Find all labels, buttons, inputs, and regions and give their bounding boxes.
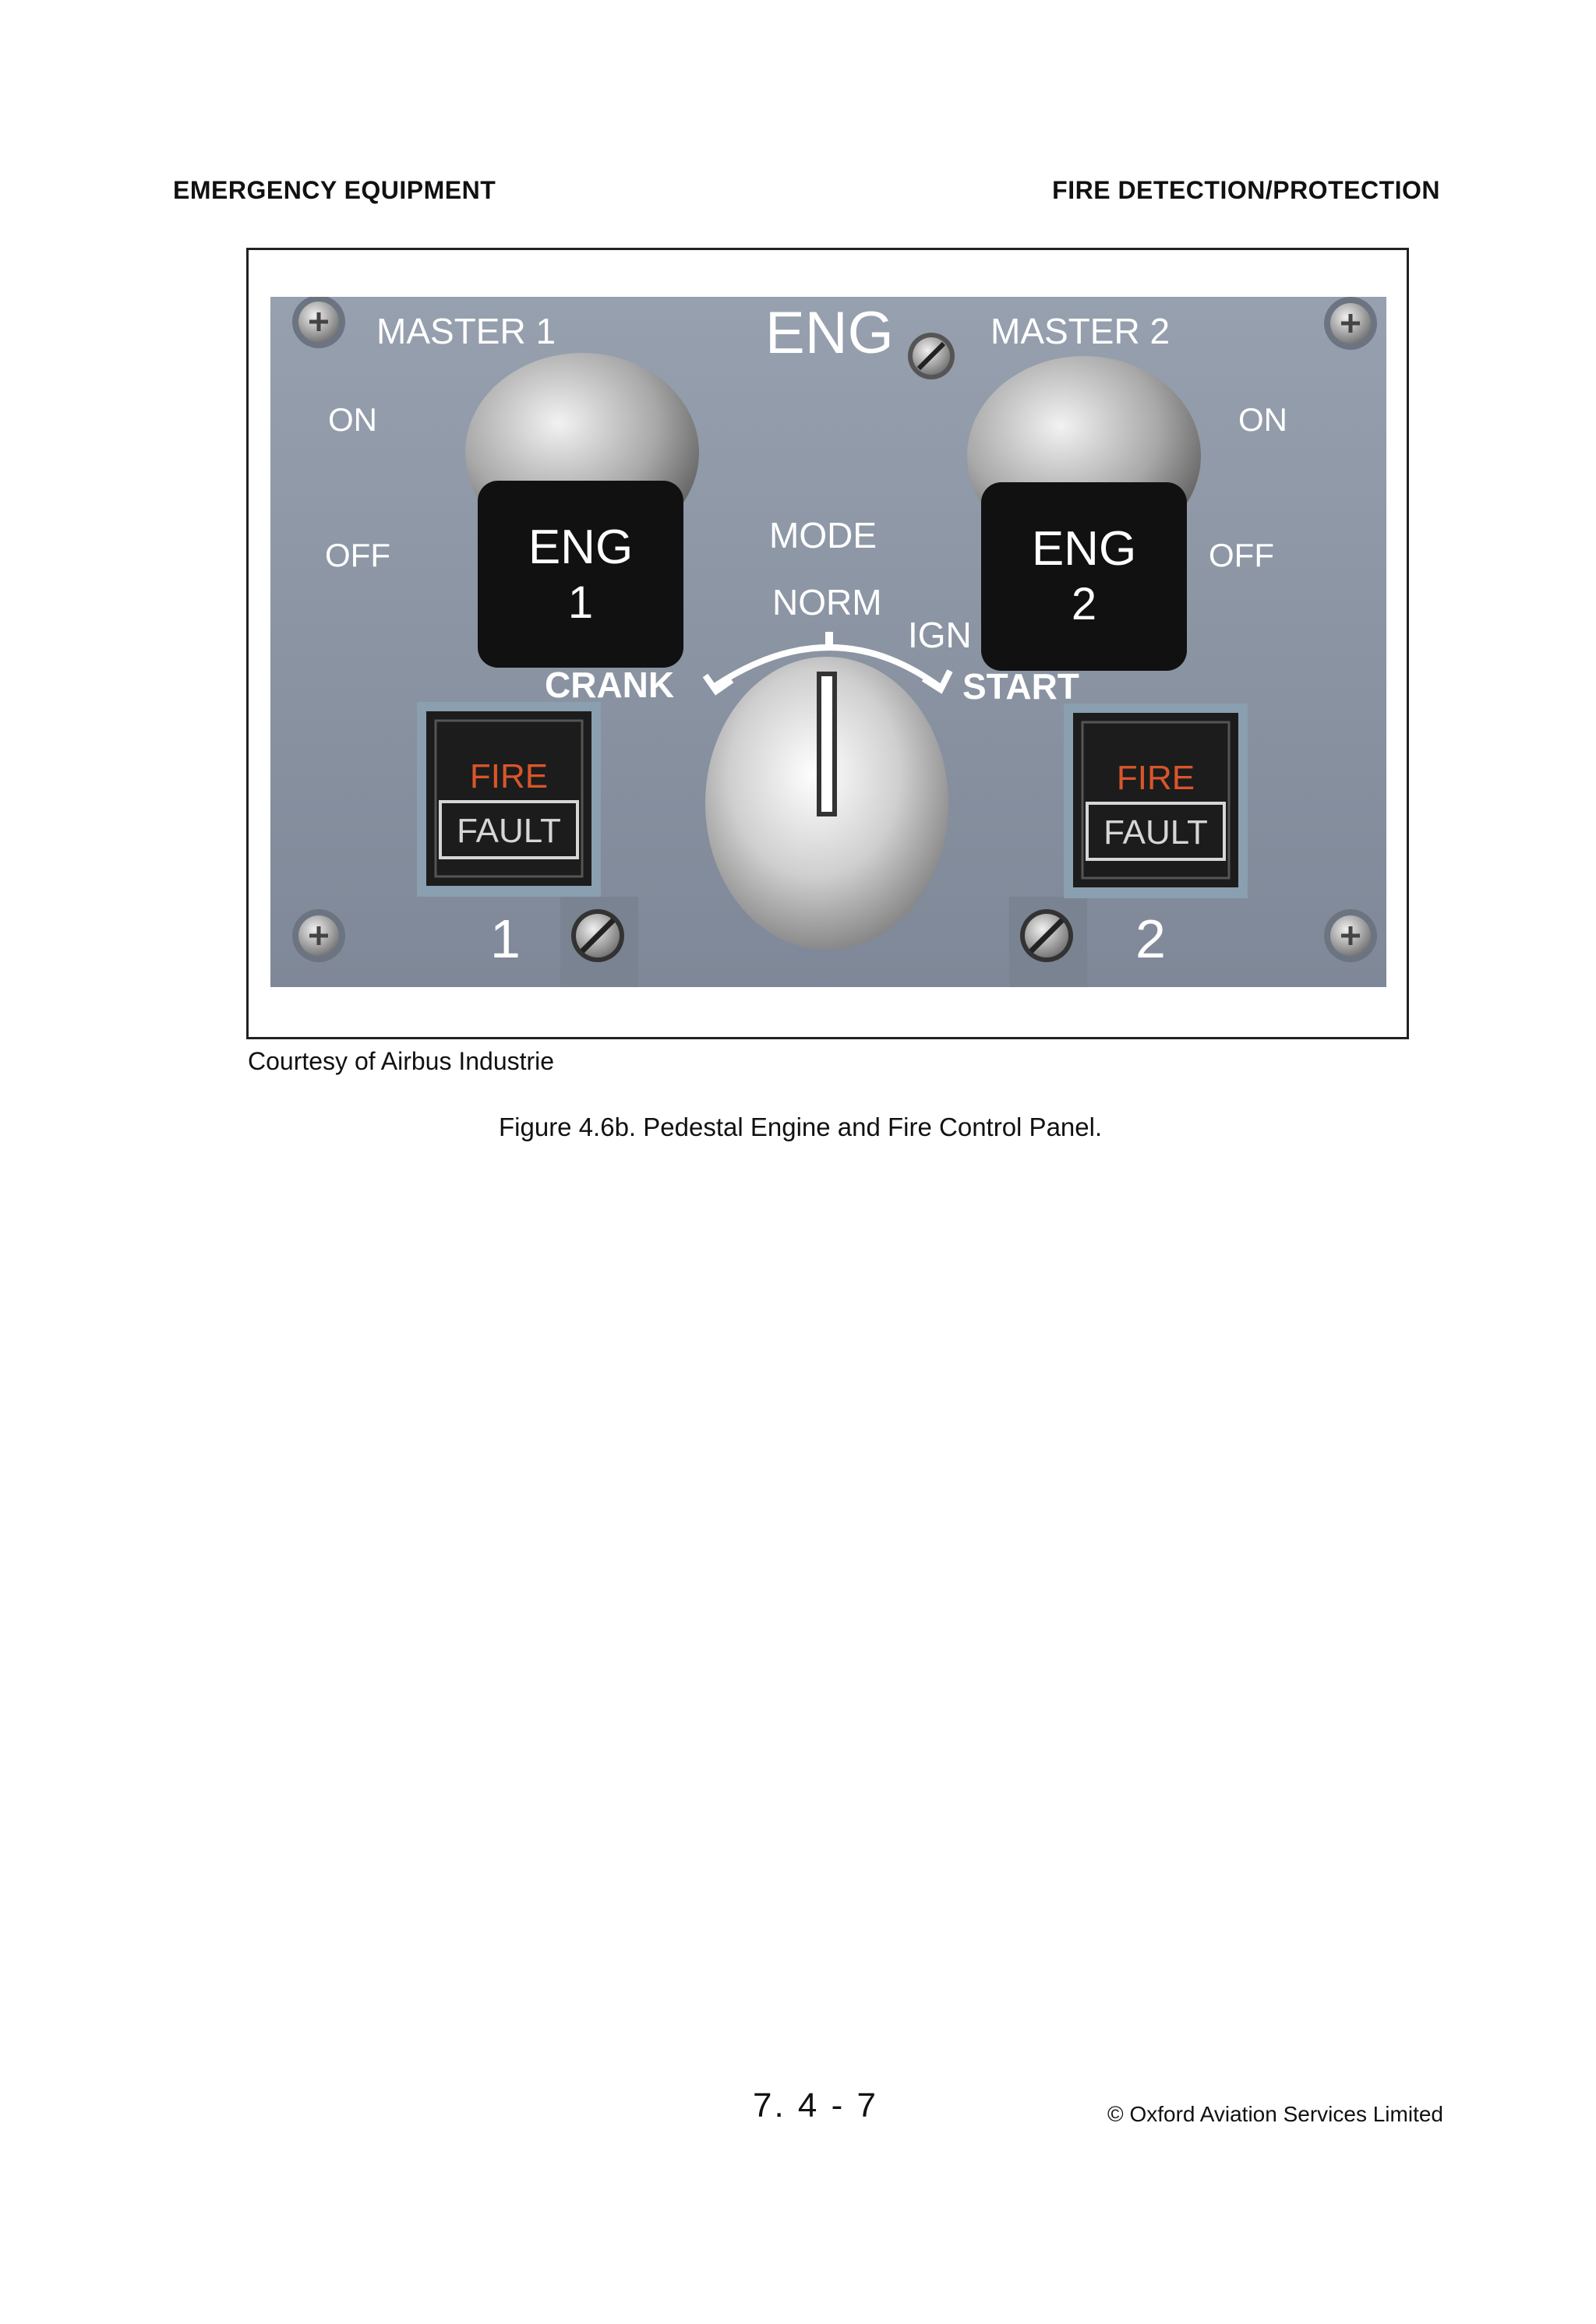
crank-label: CRANK — [545, 665, 674, 705]
master2-cap-line2: 2 — [1072, 579, 1096, 629]
master2-cap-line1: ENG — [1032, 522, 1136, 576]
courtesy-credit: Courtesy of Airbus Industrie — [248, 1047, 555, 1075]
engine-number-2: 2 — [1135, 908, 1166, 969]
fault-label-1: FAULT — [457, 812, 561, 850]
header-left: EMERGENCY EQUIPMENT — [173, 176, 496, 204]
corner-screw-top-left — [292, 297, 345, 348]
corner-screw-bottom-left — [292, 909, 345, 962]
mode-label: MODE — [769, 515, 877, 555]
master1-off-label: OFF — [325, 537, 390, 573]
screw-top-center — [908, 333, 955, 379]
ign-label: IGN — [908, 615, 972, 655]
screw-bottom-left — [560, 897, 638, 987]
header-right: FIRE DETECTION/PROTECTION — [1052, 176, 1440, 204]
engine-number-1: 1 — [490, 908, 521, 969]
norm-label: NORM — [772, 582, 882, 622]
master1-cap-line2: 1 — [568, 577, 593, 628]
page-number: 7. 4 - 7 — [753, 2086, 878, 2125]
corner-screw-top-right — [1324, 297, 1377, 350]
corner-screw-bottom-right — [1324, 909, 1377, 962]
master2-off-label: OFF — [1209, 537, 1274, 573]
start-label: START — [962, 666, 1079, 707]
master2-on-label: ON — [1238, 401, 1287, 438]
master1-cap-line1: ENG — [528, 520, 633, 574]
master1-switch[interactable]: ENG 1 — [465, 353, 699, 668]
fire-fault-button-1[interactable]: FIRE FAULT — [417, 702, 601, 897]
copyright-notice: © Oxford Aviation Services Limited — [1107, 2102, 1443, 2126]
master2-switch[interactable]: ENG 2 — [967, 356, 1201, 671]
engine-fire-control-panel: MASTER 1 ENG MASTER 2 ON OFF ON OFF ENG … — [270, 297, 1386, 987]
master1-on-label: ON — [328, 401, 377, 438]
screw-bottom-right — [1009, 897, 1087, 987]
fire-fault-button-2[interactable]: FIRE FAULT — [1064, 704, 1248, 898]
fire-label-2: FIRE — [1117, 759, 1195, 797]
mode-selector-knob[interactable] — [705, 657, 948, 950]
figure-caption: Figure 4.6b. Pedestal Engine and Fire Co… — [499, 1113, 1103, 1141]
fault-label-2: FAULT — [1103, 813, 1208, 852]
master1-label: MASTER 1 — [376, 311, 556, 351]
figure-frame: MASTER 1 ENG MASTER 2 ON OFF ON OFF ENG … — [246, 248, 1409, 1039]
fire-label-1: FIRE — [470, 757, 548, 795]
mode-selector-arc — [702, 632, 953, 696]
master2-label: MASTER 2 — [990, 311, 1170, 351]
panel-title: ENG — [765, 300, 894, 366]
